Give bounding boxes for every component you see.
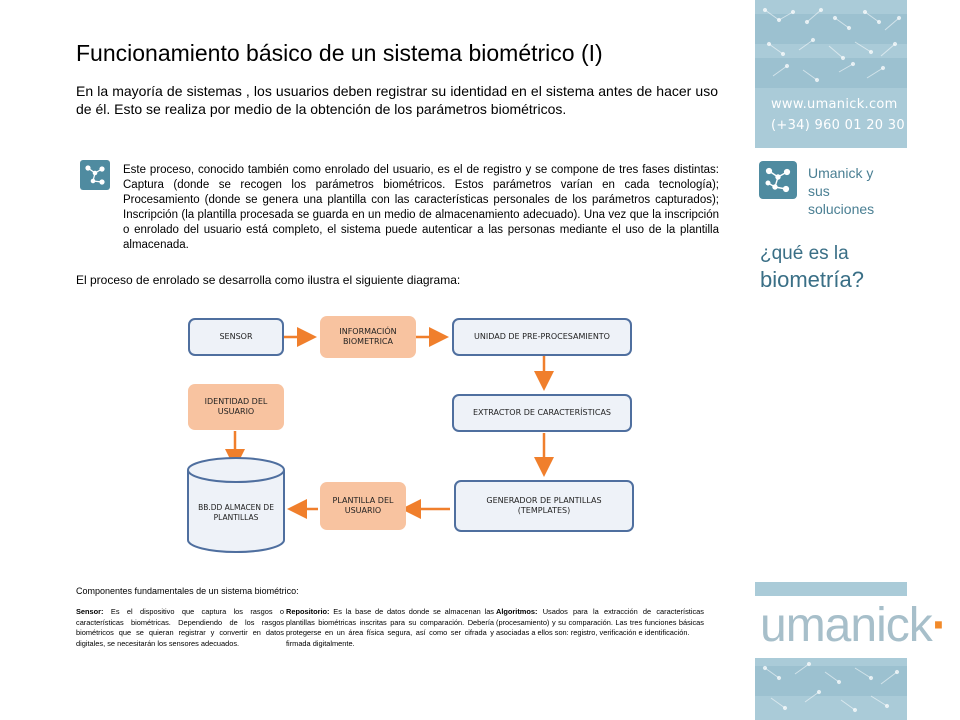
process-paragraph: Este proceso, conocido también como enro… <box>123 164 719 251</box>
user-template-node: PLANTILLA DEL USUARIO <box>320 482 406 530</box>
decorative-pattern-top <box>755 0 907 148</box>
database-cylinder <box>187 457 285 553</box>
logo-main: umanick <box>760 599 933 652</box>
logo-band <box>755 596 907 658</box>
sensor-node: SENSOR <box>188 318 284 356</box>
constellation-icon-small <box>80 160 110 190</box>
component-repository: Repositorio: Es la base de datos donde s… <box>286 607 494 649</box>
algorithms-text: Usados para la extracción de característ… <box>496 607 704 637</box>
sensor-text: Es el dispositivo que captura los rasgos… <box>76 607 284 648</box>
solutions-link[interactable]: Umanick y sus soluciones <box>808 165 875 217</box>
components-title: Componentes fundamentales de un sistema … <box>76 586 299 596</box>
logo-dot: · <box>931 599 948 652</box>
component-algorithms: Algoritmos: Usados para la extracción de… <box>496 607 704 639</box>
constellation-pattern <box>762 7 902 83</box>
sensor-label: Sensor: <box>76 607 104 616</box>
component-sensor: Sensor: Es el dispositivo que captura lo… <box>76 607 284 649</box>
phone-number: (+34) 960 01 20 30 <box>771 118 905 133</box>
biometry-question-line2: biometría? <box>760 267 864 292</box>
constellation-icon[interactable] <box>759 161 797 199</box>
repository-label: Repositorio: <box>286 607 330 616</box>
diagram-arrows <box>187 327 554 553</box>
umanick-logo: umanick· <box>760 598 948 654</box>
repository-text: Es la base de datos donde se almacenan l… <box>286 607 494 648</box>
contact-info: www.umanick.com (+34) 960 01 20 30 <box>771 94 905 136</box>
algorithms-label: Algoritmos: <box>496 607 538 616</box>
database-label: BB.DD ALMACEN DE PLANTILLAS <box>198 503 274 522</box>
user-identity-node: IDENTIDAD DEL USUARIO <box>188 384 284 430</box>
feature-extractor-node: EXTRACTOR DE CARACTERÍSTICAS <box>452 394 632 432</box>
diagram-intro: El proceso de enrolado se desarrolla com… <box>76 273 461 287</box>
biometry-question-line1: ¿qué es la <box>760 243 849 264</box>
website-link[interactable]: www.umanick.com <box>771 97 898 112</box>
intro-paragraph: En la mayoría de sistemas , los usuarios… <box>76 83 718 117</box>
template-generator-node: GENERADOR DE PLANTILLAS (TEMPLATES) <box>454 480 634 532</box>
enrollment-diagram: SENSOR INFORMACIÓN BIOMETRICA UNIDAD DE … <box>180 306 640 568</box>
biometry-question[interactable]: ¿qué es la biometría? <box>760 242 864 294</box>
page-title: Funcionamiento básico de un sistema biom… <box>76 40 603 66</box>
constellation-pattern-bottom <box>762 661 900 713</box>
preprocessing-unit-node: UNIDAD DE PRE-PROCESAMIENTO <box>452 318 632 356</box>
biometric-info-node: INFORMACIÓN BIOMETRICA <box>320 316 416 358</box>
